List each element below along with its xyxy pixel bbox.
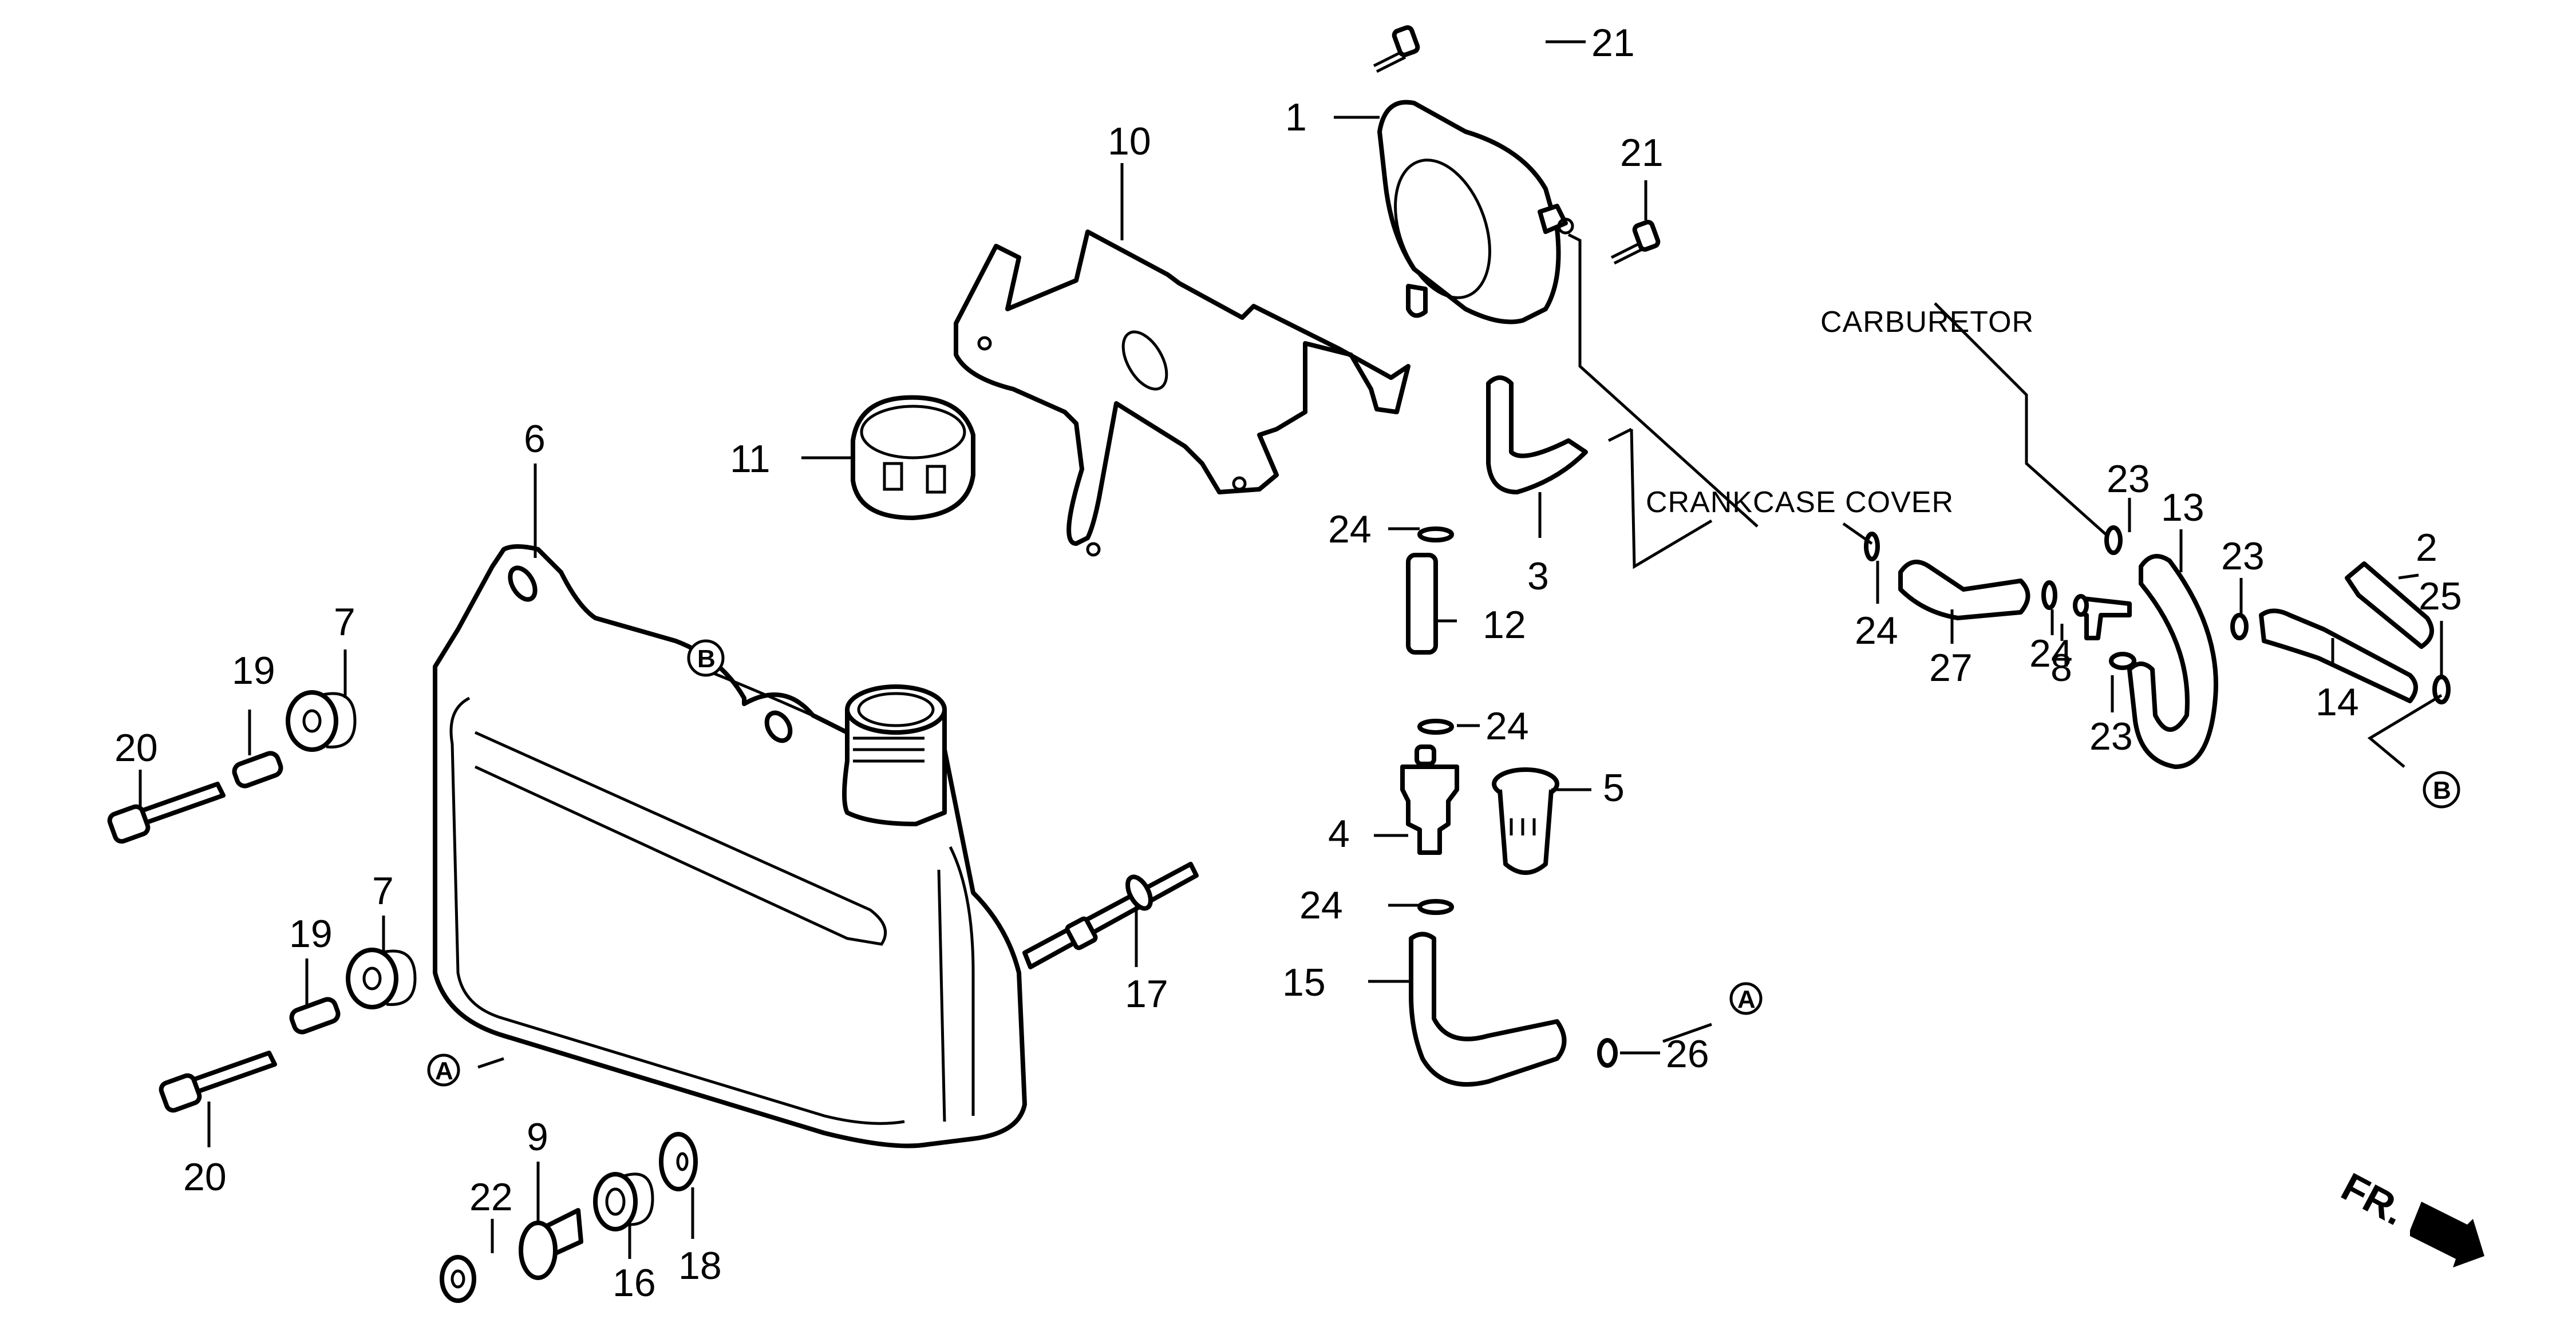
callout-15: 15: [1282, 961, 1326, 1004]
collar-19-lower: [289, 997, 341, 1035]
callout-21-top: 21: [1591, 21, 1635, 65]
callout-3: 3: [1527, 554, 1549, 598]
callout-4: 4: [1328, 812, 1350, 855]
front-indicator: FR.: [2334, 1164, 2484, 1267]
stud-bolt-17: [1022, 862, 1199, 969]
callout-19-upper: 19: [232, 649, 275, 692]
clip-24d: [1864, 532, 1880, 561]
clip-26: [1597, 1038, 1618, 1068]
callout-17: 17: [1125, 972, 1168, 1016]
clip-24a: [1417, 526, 1454, 542]
carburetor-label: CARBURETOR: [1820, 306, 2034, 339]
callout-21-right: 21: [1620, 131, 1664, 175]
callout-7-lower: 7: [372, 869, 394, 913]
callout-13: 13: [2161, 486, 2204, 529]
washer-18: [659, 1132, 698, 1191]
grommet-7-upper: [286, 690, 357, 752]
clip-23b: [2230, 613, 2249, 640]
collar-9: [519, 1208, 583, 1280]
ref-marker-a-tank: A: [427, 1053, 460, 1087]
callout-24-a: 24: [1328, 508, 1372, 551]
svg-text:B: B: [2433, 777, 2451, 805]
callout-labels: 1 2 3 4 5 6 7 7 8 9 10 11 12 13 14 15 16…: [114, 21, 2462, 1305]
front-arrow-icon: [2410, 1202, 2484, 1267]
hose-27: [1898, 560, 2030, 620]
ref-marker-b-right: B: [2423, 771, 2460, 809]
callout-23-top: 23: [2107, 457, 2150, 501]
callout-24-b: 24: [1485, 704, 1529, 748]
callout-11: 11: [730, 437, 771, 481]
callout-24-e: 24: [2029, 632, 2073, 675]
fuel-pump: [1377, 100, 1574, 324]
callout-22: 22: [469, 1175, 513, 1219]
callout-20-lower: 20: [183, 1155, 227, 1199]
fuel-cock: [1400, 744, 1459, 855]
callout-2: 2: [2416, 526, 2437, 569]
screw-top: [1373, 25, 1420, 73]
callout-18: 18: [678, 1244, 722, 1288]
nut-22: [440, 1255, 476, 1303]
bolt-20-upper: [107, 782, 226, 844]
clip-23c: [2109, 652, 2136, 670]
callout-16: 16: [613, 1261, 656, 1305]
grommet-7-lower: [346, 948, 417, 1009]
callout-27: 27: [1929, 646, 1973, 690]
callout-9: 9: [527, 1115, 548, 1159]
bolt-20-lower: [159, 1051, 277, 1113]
svg-text:B: B: [697, 645, 716, 673]
collar-19-upper: [232, 751, 283, 789]
ref-marker-b-tank: B: [687, 639, 725, 677]
callout-1: 1: [1285, 96, 1307, 139]
fuel-tube-12: [1406, 553, 1438, 655]
bracket: [954, 229, 1411, 557]
ref-marker-a-hose: A: [1729, 982, 1763, 1015]
callout-12: 12: [1483, 603, 1526, 647]
crankcase-cover-label: CRANKCASE COVER: [1646, 486, 1954, 519]
fuel-tank: [433, 544, 1027, 1148]
leader-lines: [139, 40, 2443, 1259]
clip-24b: [1417, 719, 1454, 735]
callout-24-c: 24: [1299, 884, 1343, 927]
callout-26: 26: [1666, 1032, 1709, 1076]
callout-7-upper: 7: [334, 600, 355, 644]
clip-24c: [1417, 899, 1454, 915]
callout-20-upper: 20: [114, 726, 158, 770]
hose-3: [1486, 375, 1588, 494]
callout-25: 25: [2419, 575, 2462, 618]
screw-right: [1610, 220, 1661, 265]
callout-24-d: 24: [1855, 609, 1898, 652]
clip-24e: [2041, 580, 2057, 610]
hose-13: [2127, 554, 2218, 769]
callout-6: 6: [524, 417, 546, 461]
fuel-tube-15: [1409, 932, 1567, 1087]
svg-text:A: A: [435, 1057, 453, 1085]
callout-23-bottom: 23: [2089, 715, 2133, 758]
clip-23a: [2104, 525, 2123, 555]
callout-23-right: 23: [2221, 534, 2265, 578]
front-label: FR.: [2334, 1164, 2412, 1234]
fuel-cap: [851, 395, 975, 520]
callout-10: 10: [1108, 120, 1151, 163]
svg-text:A: A: [1737, 985, 1756, 1013]
fuel-strainer: [1492, 767, 1559, 875]
callout-19-lower: 19: [289, 912, 333, 956]
hose-2: [2345, 561, 2434, 649]
callout-8: 8: [2050, 646, 2072, 690]
grommet-16: [593, 1172, 654, 1231]
t-joint-8: [2073, 594, 2132, 640]
hose-14: [2259, 608, 2418, 703]
callout-5: 5: [1603, 766, 1625, 810]
callout-14: 14: [2316, 680, 2359, 724]
